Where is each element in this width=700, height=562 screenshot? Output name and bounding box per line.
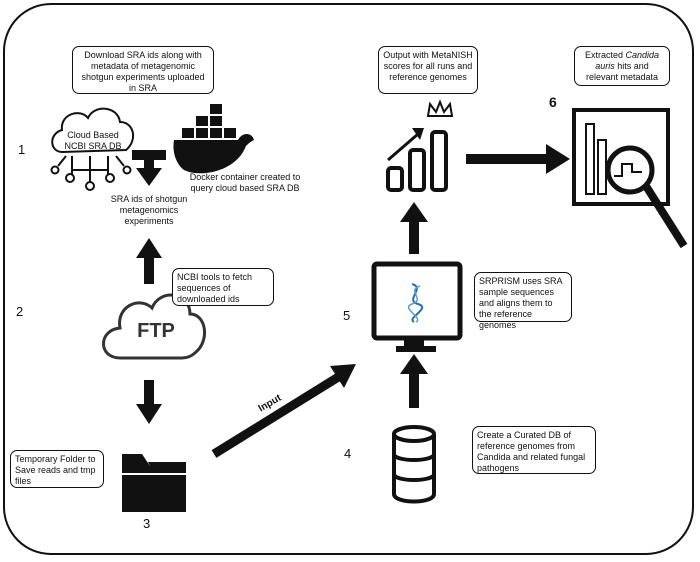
step-number-1: 1 <box>18 142 26 157</box>
step-number-4: 4 <box>344 446 352 461</box>
download-note: Download SRA ids along with metadata of … <box>72 46 214 94</box>
cloud-network-icon <box>50 107 135 191</box>
arrow-down-folder <box>136 380 162 424</box>
ncbi-tools-note: NCBI tools to fetch sequences of downloa… <box>172 268 274 306</box>
step-number-5: 5 <box>343 308 351 323</box>
temp-folder-note: Temporary Folder to Save reads and tmp f… <box>10 450 104 488</box>
output-note: Output with MetaNISH scores for all runs… <box>378 46 478 94</box>
arrow-up-ftp <box>136 238 162 284</box>
output-text: Output with MetaNISH scores for all runs… <box>383 50 473 82</box>
database-icon <box>392 425 436 504</box>
magnifier-report-icon <box>572 108 688 249</box>
ftp-cloud-icon <box>102 293 206 360</box>
ftp-label: FTP <box>137 320 175 342</box>
curated-db-note: Create a Curated DB of reference genomes… <box>472 426 596 474</box>
docker-whale-icon <box>173 104 254 174</box>
diagram-frame <box>3 3 694 555</box>
step-number-3: 3 <box>143 516 151 531</box>
extracted-text-pre: Extracted <box>584 50 626 60</box>
folder-icon <box>122 454 186 512</box>
extracted-text-species: Candida auris <box>595 50 660 71</box>
arrow-up-db <box>400 354 428 408</box>
sra-ids-label: SRA ids of shotgun metagenomics experime… <box>110 194 188 226</box>
srprism-note: SRPRISM uses SRA sample sequences and al… <box>474 272 572 330</box>
extracted-text-post: hits and relevant metadata <box>585 61 659 82</box>
step-number-6: 6 <box>549 94 557 110</box>
input-arrow <box>211 364 356 458</box>
split-arrow-icon <box>132 150 166 186</box>
growth-chart-icon <box>386 99 454 192</box>
arrow-up-output <box>400 202 428 254</box>
monitor-icon <box>371 261 463 352</box>
arrow-right-extract <box>466 144 570 174</box>
extracted-note: Extracted Candida auris hits and relevan… <box>574 46 670 86</box>
docker-label: Docker container created to query cloud … <box>189 172 301 193</box>
step-number-2: 2 <box>16 304 24 319</box>
cloud-db-label: Cloud Based NCBI SRA DB <box>64 130 122 151</box>
